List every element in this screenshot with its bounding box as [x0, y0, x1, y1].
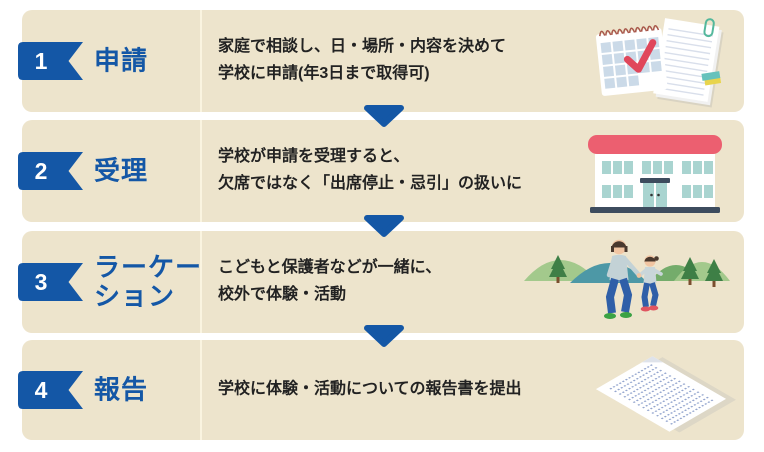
description-line: 家庭で相談し、日・場所・内容を決めて	[218, 38, 507, 56]
column-divider	[200, 120, 202, 222]
description-line: 学校に体験・活動についての報告書を提出	[218, 380, 522, 398]
down-arrow-icon	[362, 104, 406, 128]
pine-tree-icon	[549, 255, 567, 283]
step-title: 受理	[94, 156, 148, 185]
description-line: 校外で体験・活動	[218, 286, 347, 303]
step-title-line: ション	[94, 281, 176, 311]
step-number-badge: 3	[18, 263, 83, 301]
step-number-badge: 2	[18, 152, 83, 190]
pine-tree-icon	[681, 257, 699, 285]
step-description: 学校が申請を受理すると、 欠席ではなく「出席停止・忌引」の扱いに	[218, 144, 522, 198]
step-row-4: 4 報告 学校に体験・活動についての報告書を提出	[18, 340, 744, 440]
step-number-badge: 1	[18, 42, 83, 80]
ribbon-badge-icon	[18, 42, 83, 80]
step-title-line: 受理	[94, 155, 149, 186]
down-arrow-icon	[362, 214, 406, 238]
description-line: こどもと保護者などが一緒に、	[218, 259, 442, 277]
description-line: 欠席ではなく「出席停止・忌引」の扱いに	[218, 175, 523, 192]
step-number: 2	[34, 158, 48, 184]
step-number: 1	[34, 48, 48, 74]
family-outdoors-icon	[522, 235, 734, 329]
step-description: こどもと保護者などが一緒に、 校外で体験・活動	[218, 255, 441, 309]
step-title: ラーケー ション	[94, 251, 203, 311]
column-divider	[200, 231, 202, 333]
down-arrow-icon	[362, 324, 406, 348]
report-paper-icon	[586, 340, 736, 440]
step-description: 家庭で相談し、日・場所・内容を決めて 学校に申請(年3日まで取得可)	[218, 34, 506, 88]
description-line: 学校に申請(年3日まで取得可)	[218, 65, 430, 82]
description-line: 学校が申請を受理すると、	[218, 148, 410, 166]
column-divider	[200, 340, 202, 440]
step-title-line: 申請	[94, 45, 149, 76]
step-row-2: 2 受理 学校が申請を受理すると、 欠席ではなく「出席停止・忌引」の扱いに	[18, 120, 744, 222]
step-title: 申請	[94, 46, 148, 75]
parent-figure	[604, 239, 642, 319]
calendar-and-note-icon	[586, 10, 738, 112]
step-title: 報告	[94, 375, 148, 404]
ribbon-badge-icon	[18, 371, 83, 409]
step-title-line: 報告	[94, 374, 149, 405]
step-row-1: 1 申請 家庭で相談し、日・場所・内容を決めて 学校に申請(年3日まで取得可)	[18, 10, 744, 112]
step-number: 4	[34, 377, 48, 403]
child-figure	[636, 255, 663, 312]
step-title-line: ラーケー	[94, 251, 203, 282]
ribbon-badge-icon	[18, 152, 83, 190]
ribbon-badge-icon	[18, 263, 83, 301]
step-description: 学校に体験・活動についての報告書を提出	[218, 377, 522, 404]
step-row-3: 3 ラーケー ション こどもと保護者などが一緒に、 校外で体験・活動	[18, 231, 744, 333]
column-divider	[200, 10, 202, 112]
step-number: 3	[34, 269, 48, 295]
step-number-badge: 4	[18, 371, 83, 409]
pine-tree-icon	[705, 259, 723, 287]
school-building-icon	[580, 123, 730, 219]
